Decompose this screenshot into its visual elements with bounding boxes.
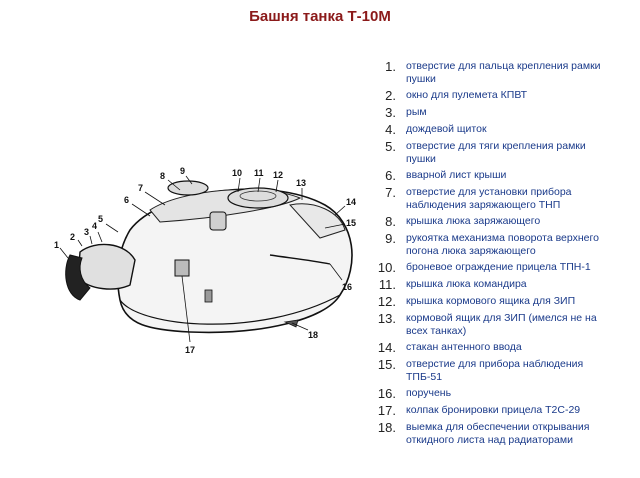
callout-5: 5 — [98, 214, 103, 224]
turret-lower-edge — [119, 294, 341, 325]
callout-10: 10 — [232, 168, 242, 178]
loader-hatch — [167, 180, 209, 196]
list-item: 5.отверстие для тяги крепления рамки пуш… — [385, 139, 586, 166]
list-item: 6.вварной лист крыши — [385, 168, 507, 183]
gun-mantlet — [77, 243, 136, 290]
callout-17: 17 — [185, 345, 195, 355]
list-item: 11.крышка люка командира — [378, 277, 527, 292]
list-item: 10.броневое ограждение прицела ТПН-1 — [377, 260, 591, 275]
legend-list: 1.отверстие для пальца крепления рамки п… — [370, 60, 610, 450]
callout-4: 4 — [92, 221, 97, 231]
callout-13: 13 — [296, 178, 306, 188]
handrail — [269, 254, 331, 265]
callout-15: 15 — [346, 218, 356, 228]
callout-12: 12 — [273, 170, 283, 180]
callout-11: 11 — [254, 168, 264, 178]
turret-drawing: 1 2 3 4 5 6 7 8 9 10 11 12 13 14 15 16 1… — [54, 166, 356, 355]
sight-cap — [174, 259, 190, 277]
callout-8: 8 — [160, 171, 165, 181]
callout-18: 18 — [308, 330, 318, 340]
list-item: 2.окно для пулемета КПВТ — [385, 88, 528, 103]
list-item: 8.крышка люка заряжающего — [385, 214, 541, 229]
callout-1: 1 — [54, 240, 59, 250]
list-item: 12.крышка кормового ящика для ЗИП — [377, 294, 576, 309]
list-item: 18.выемка для обеспечении открывания отк… — [377, 420, 590, 447]
list-item: 1.отверстие для пальца крепления рамки п… — [385, 59, 601, 86]
list-item: 3.рым — [385, 105, 427, 120]
callout-6: 6 — [124, 195, 129, 205]
list-item: 15.отверстие для прибора наблюдения ТПБ-… — [377, 357, 584, 384]
page-title: Башня танка Т-10М — [249, 8, 391, 25]
list-item: 13.кормовой ящик для ЗИП (имелся не на в… — [377, 311, 597, 338]
list-item: 17.колпак бронировки прицела Т2С-29 — [377, 403, 581, 418]
callout-2: 2 — [70, 232, 75, 242]
list-item: 4.дождевой щиток — [385, 122, 487, 137]
rear-box — [289, 203, 346, 239]
callout-14: 14 — [346, 197, 356, 207]
callout-3: 3 — [84, 227, 89, 237]
sight-guard — [209, 211, 227, 231]
callout-7: 7 — [138, 183, 143, 193]
list-item: 9.рукоятка механизма поворота верхнего п… — [385, 231, 599, 258]
list-item: 16.поручень — [377, 386, 452, 401]
callout-9: 9 — [180, 166, 185, 176]
list-item: 7.отверстие для установки прибора наблюд… — [385, 185, 572, 212]
list-item: 14.стакан антенного ввода — [377, 340, 522, 355]
callout-16: 16 — [342, 282, 352, 292]
